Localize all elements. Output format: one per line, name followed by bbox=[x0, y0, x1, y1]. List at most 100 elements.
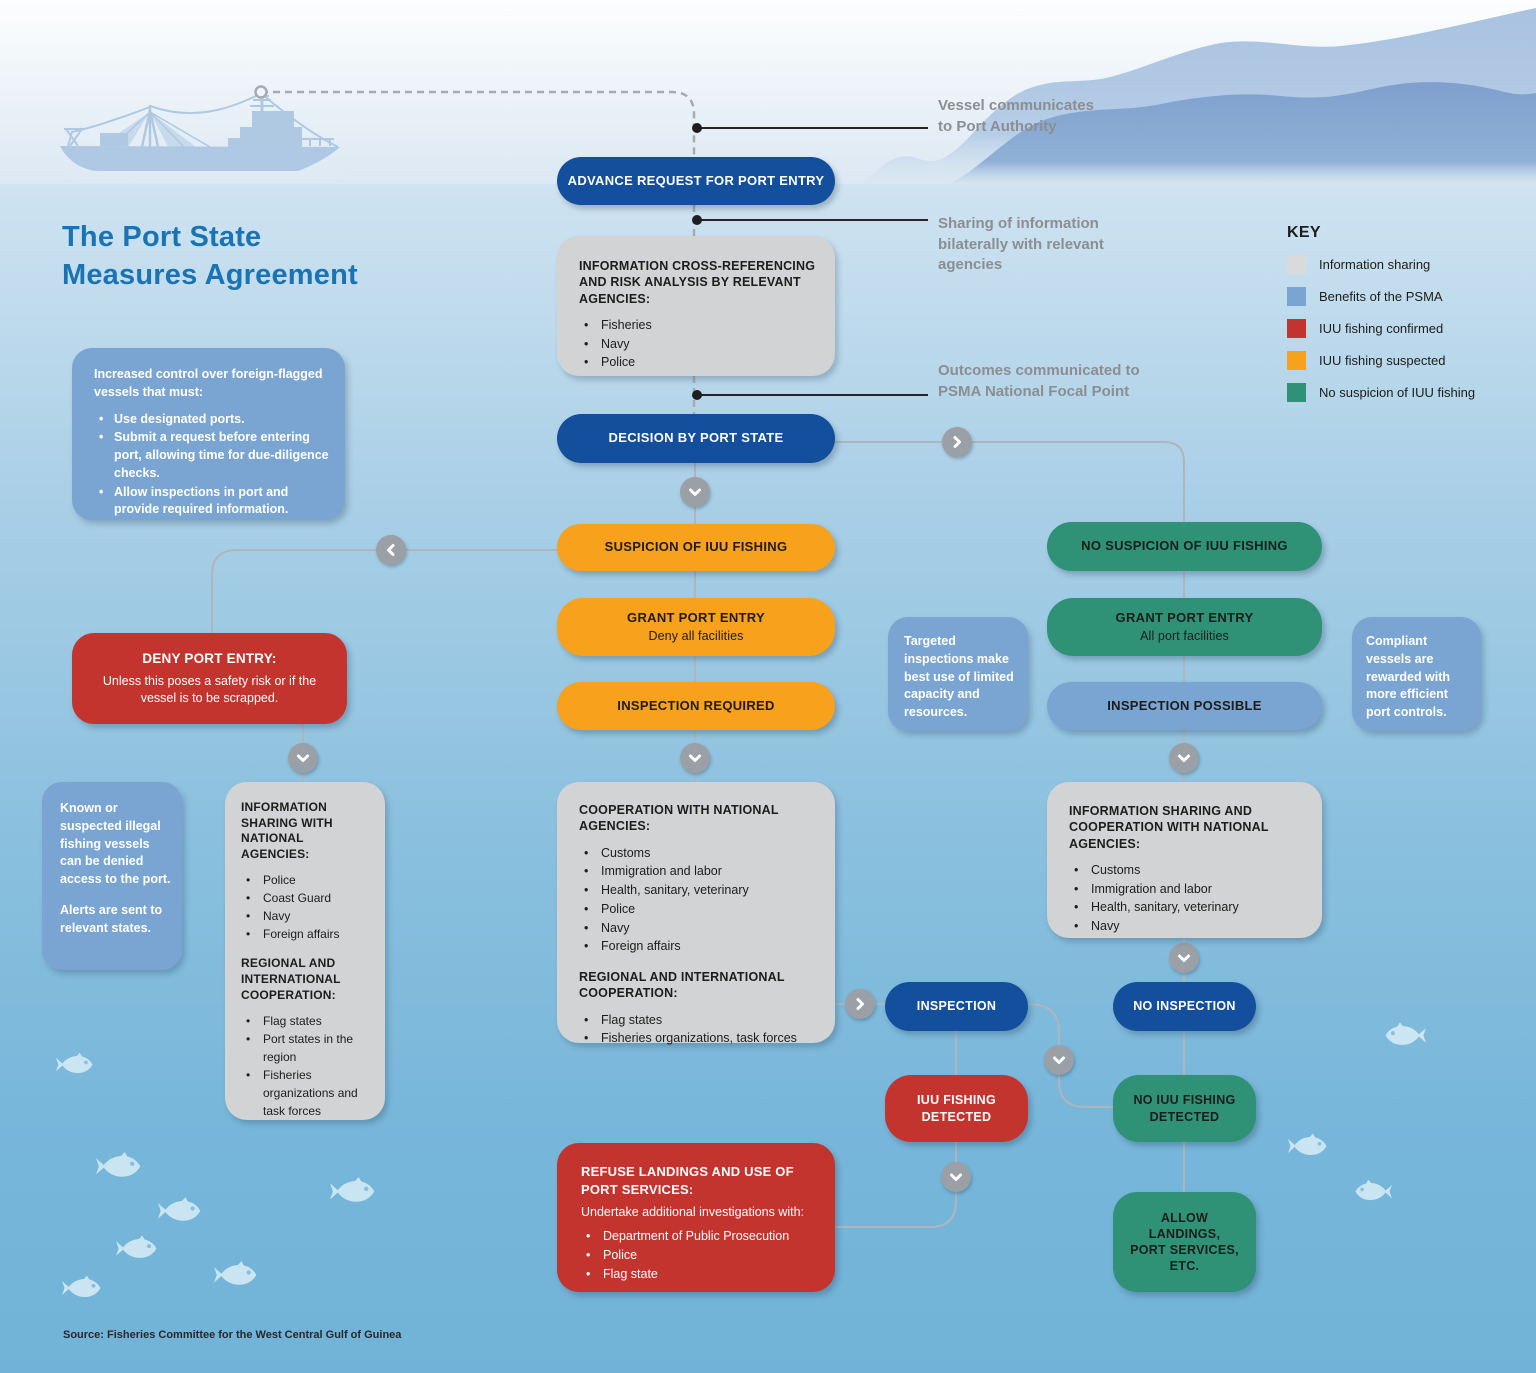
node-title: DENY PORT ENTRY: bbox=[142, 650, 277, 666]
node-grant-port-entry-all-facilities: GRANT PORT ENTRY All port facilities bbox=[1047, 598, 1322, 656]
fish-icon bbox=[1385, 1022, 1426, 1045]
list-item: Foreign affairs bbox=[579, 937, 819, 956]
fish-icon bbox=[330, 1176, 375, 1202]
node-no-suspicion-of-iuu-fishing: NO SUSPICION OF IUU FISHING bbox=[1047, 522, 1322, 571]
list-item: Navy bbox=[579, 919, 819, 938]
node-suspicion-of-iuu-fishing: SUSPICION OF IUU FISHING bbox=[557, 524, 835, 571]
chevron-down-icon bbox=[1169, 743, 1199, 773]
node-inspection-required: INSPECTION REQUIRED bbox=[557, 682, 835, 730]
node-sublabel: Deny all facilities bbox=[648, 628, 744, 643]
list-item: Foreign affairs bbox=[241, 925, 373, 943]
node-advance-request: ADVANCE REQUEST FOR PORT ENTRY bbox=[557, 157, 835, 205]
annotation-sharing-information: Sharing of information bilaterally with … bbox=[938, 215, 1104, 274]
legend-label: IUU fishing confirmed bbox=[1319, 321, 1444, 336]
list-item: Police bbox=[241, 871, 373, 889]
note-intro: Increased control over foreign-flagged v… bbox=[94, 367, 323, 399]
node-bullets-2: Flag statesFisheries organizations, task… bbox=[579, 1011, 819, 1049]
legend: KEY Information sharing Benefits of the … bbox=[1287, 224, 1475, 415]
legend-label: Benefits of the PSMA bbox=[1319, 289, 1443, 304]
chevron-down-icon bbox=[1169, 943, 1199, 973]
legend-swatch-information-sharing bbox=[1287, 255, 1306, 274]
node-refuse-landings: REFUSE LANDINGS AND USE OF PORT SERVICES… bbox=[557, 1143, 835, 1292]
node-info-crossreferencing: INFORMATION CROSS-REFERENCING AND RISK A… bbox=[557, 236, 835, 376]
chevron-right-icon bbox=[942, 427, 972, 457]
legend-label: IUU fishing suspected bbox=[1319, 353, 1446, 368]
node-inspection-possible: INSPECTION POSSIBLE bbox=[1047, 682, 1322, 730]
node-no-iuu-fishing-detected: NO IUU FISHING DETECTED bbox=[1113, 1075, 1256, 1142]
node-bullets: FisheriesNavyPolice bbox=[579, 316, 819, 372]
legend-title: KEY bbox=[1287, 224, 1321, 241]
chevron-down-icon bbox=[680, 743, 710, 773]
list-item: Health, sanitary, veterinary bbox=[1069, 898, 1306, 917]
node-iuu-fishing-detected: IUU FISHING DETECTED bbox=[885, 1075, 1028, 1142]
chevron-down-icon bbox=[1044, 1045, 1074, 1075]
node-bullets: CustomsImmigration and laborHealth, sani… bbox=[579, 844, 819, 957]
list-item: Health, sanitary, veterinary bbox=[579, 881, 819, 900]
list-item: Use designated ports. bbox=[94, 411, 331, 429]
list-item: Allow inspections in port and provide re… bbox=[94, 484, 331, 520]
legend-label: Information sharing bbox=[1319, 257, 1431, 272]
node-bullets: PoliceCoast GuardNavyForeign affairs bbox=[241, 871, 373, 943]
legend-swatch-benefits bbox=[1287, 287, 1306, 306]
annotation-dots bbox=[692, 123, 702, 400]
mountain-shape-dark bbox=[948, 82, 1536, 184]
fish-icon bbox=[1288, 1133, 1327, 1155]
node-title: INFORMATION SHARING AND COOPERATION WITH… bbox=[1069, 804, 1269, 851]
chevron-down-icon bbox=[941, 1162, 971, 1192]
note-known-suspected: Known or suspected illegal fishing vesse… bbox=[42, 782, 182, 970]
legend-item: No suspicion of IUU fishing bbox=[1287, 383, 1475, 402]
note-bullets: Use designated ports.Submit a request be… bbox=[94, 411, 331, 520]
node-deny-port-entry: DENY PORT ENTRY: Unless this poses a saf… bbox=[72, 633, 347, 724]
node-no-inspection: NO INSPECTION bbox=[1113, 982, 1256, 1031]
list-item: Flag states bbox=[579, 1011, 819, 1030]
legend-item: IUU fishing suspected bbox=[1287, 351, 1475, 370]
list-item: Fisheries bbox=[579, 316, 819, 335]
list-item: Fisheries organizations and task forces bbox=[241, 1066, 373, 1120]
list-item: Police bbox=[579, 900, 819, 919]
node-title-2: REGIONAL AND INTERNATIONAL COOPERATION: bbox=[241, 956, 341, 1002]
annotation-connector-lines bbox=[697, 127, 928, 396]
route-start-ring bbox=[254, 85, 268, 99]
list-item: Immigration and labor bbox=[1069, 880, 1306, 899]
list-item: Flag states bbox=[241, 1012, 373, 1030]
list-item: Alerts are sent to relevant states. bbox=[60, 902, 163, 935]
source-credit: Source: Fisheries Committee for the West… bbox=[63, 1329, 402, 1341]
node-subtitle: Undertake additional investigations with… bbox=[581, 1205, 805, 1220]
node-bullets: CustomsImmigration and laborHealth, sani… bbox=[1069, 861, 1306, 936]
node-grant-port-entry-deny-facilities: GRANT PORT ENTRY Deny all facilities bbox=[557, 598, 835, 656]
list-item: Police bbox=[581, 1246, 817, 1265]
page-title: The Port State Measures Agreement bbox=[62, 221, 358, 292]
node-label: GRANT PORT ENTRY bbox=[627, 609, 765, 625]
node-allow-landings: ALLOW LANDINGS, PORT SERVICES, ETC. bbox=[1113, 1192, 1256, 1292]
legend-swatch-no-suspicion bbox=[1287, 383, 1306, 402]
chevron-down-icon bbox=[680, 477, 710, 507]
node-bullets: Department of Public ProsecutionPoliceFl… bbox=[581, 1227, 817, 1283]
node-label: GRANT PORT ENTRY bbox=[1115, 609, 1254, 625]
list-item: Department of Public Prosecution bbox=[581, 1227, 817, 1246]
node-title: INFORMATION CROSS-REFERENCING AND RISK A… bbox=[579, 259, 816, 306]
list-item: Submit a request before entering port, a… bbox=[94, 429, 331, 482]
node-title: COOPERATION WITH NATIONAL AGENCIES: bbox=[579, 803, 779, 834]
list-item: Fisheries organizations, task forces bbox=[579, 1029, 819, 1048]
list-item: Navy bbox=[579, 335, 819, 354]
fish-icon bbox=[62, 1275, 101, 1297]
fish-icon bbox=[56, 1052, 93, 1074]
fish-icon bbox=[1355, 1179, 1392, 1201]
node-title: INFORMATION SHARING WITH NATIONAL AGENCI… bbox=[241, 800, 333, 861]
note-targeted-inspections: Targeted inspections make best use of li… bbox=[888, 617, 1028, 731]
chevron-down-icon bbox=[288, 743, 318, 773]
fish-icon bbox=[116, 1235, 157, 1258]
fish-icon bbox=[214, 1261, 257, 1285]
list-item: Flag state bbox=[581, 1265, 817, 1284]
legend-label: No suspicion of IUU fishing bbox=[1319, 385, 1476, 400]
list-item: Coast Guard bbox=[241, 889, 373, 907]
legend-item: Information sharing bbox=[1287, 255, 1475, 274]
list-item: Navy bbox=[241, 907, 373, 925]
node-sublabel: All port facilities bbox=[1140, 628, 1229, 643]
annotation-vessel-communicates: Vessel communicates to Port Authority bbox=[938, 97, 1094, 135]
list-item: Customs bbox=[579, 844, 819, 863]
list-item: Navy bbox=[1069, 917, 1306, 936]
legend-swatch-iuu-confirmed bbox=[1287, 319, 1306, 338]
